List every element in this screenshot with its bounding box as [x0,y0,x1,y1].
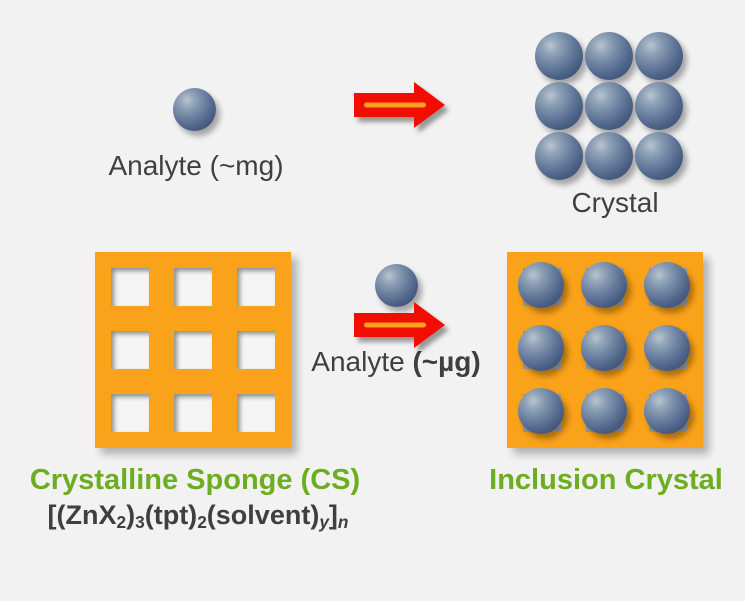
crystal-sphere [585,82,633,130]
sponge-hole [174,331,212,369]
inclusion-cell [581,388,627,434]
crystal-sphere [535,82,583,130]
formula-part: (solvent) [206,500,320,530]
inclusion-cell [581,262,627,308]
sponge-hole [174,268,212,306]
inclusion-cell [518,388,564,434]
crystal-sphere [535,132,583,180]
crystal-sphere [635,132,683,180]
guest-sphere [518,325,564,371]
sponge-hole [237,394,275,432]
analyte-ug-label: Analyte (~µg) [256,346,536,378]
analyte-sphere-small [375,264,418,307]
analyte-ug-prefix: Analyte [311,346,413,377]
right-arrow-icon [354,82,445,128]
inclusion-cell [644,388,690,434]
guest-sphere [644,262,690,308]
crystalline-sponge [95,252,291,448]
formula-part: 2 [197,511,207,532]
sponge-hole [111,331,149,369]
analyte-sphere [173,88,216,131]
formula-part: y [319,511,329,532]
crystal-sphere-grid [535,32,683,180]
sponge-hole [237,268,275,306]
crystal-label: Crystal [571,187,659,218]
inclusion-crystal-label: Inclusion Crystal [489,464,723,496]
formula-part: ] [328,500,338,530]
formula-part: n [337,511,349,532]
inclusion-cell [644,262,690,308]
crystal-sphere [535,32,583,80]
formula-part: [(ZnX [47,500,117,530]
formula-part: ) [126,500,136,530]
guest-sphere [581,388,627,434]
crystalline-sponge-label: Crystalline Sponge (CS) [29,464,361,496]
sponge-hole [111,268,149,306]
sponge-hole [111,394,149,432]
inclusion-cell [644,325,690,371]
analyte-mg-label: Analyte (~mg) [108,150,284,181]
guest-sphere [644,388,690,434]
inclusion-crystal [507,252,703,448]
crystal-sphere [635,82,683,130]
formula-part: (tpt) [144,500,198,530]
guest-sphere [518,388,564,434]
guest-sphere [581,325,627,371]
formula-part: 2 [116,511,127,532]
sponge-hole [237,331,275,369]
crystal-sphere [635,32,683,80]
inclusion-cell [581,325,627,371]
crystal-sphere [585,32,633,80]
inclusion-cell [518,262,564,308]
sponge-formula: [(ZnX2)3(tpt)2(solvent)y]n [2,500,394,533]
sponge-hole [174,394,212,432]
inclusion-cell [518,325,564,371]
guest-sphere [518,262,564,308]
formula-part: 3 [135,511,145,532]
analyte-ug-bold: (~µg) [412,346,481,377]
guest-sphere [581,262,627,308]
guest-sphere [644,325,690,371]
right-arrow-icon [354,302,445,348]
crystal-sphere [585,132,633,180]
